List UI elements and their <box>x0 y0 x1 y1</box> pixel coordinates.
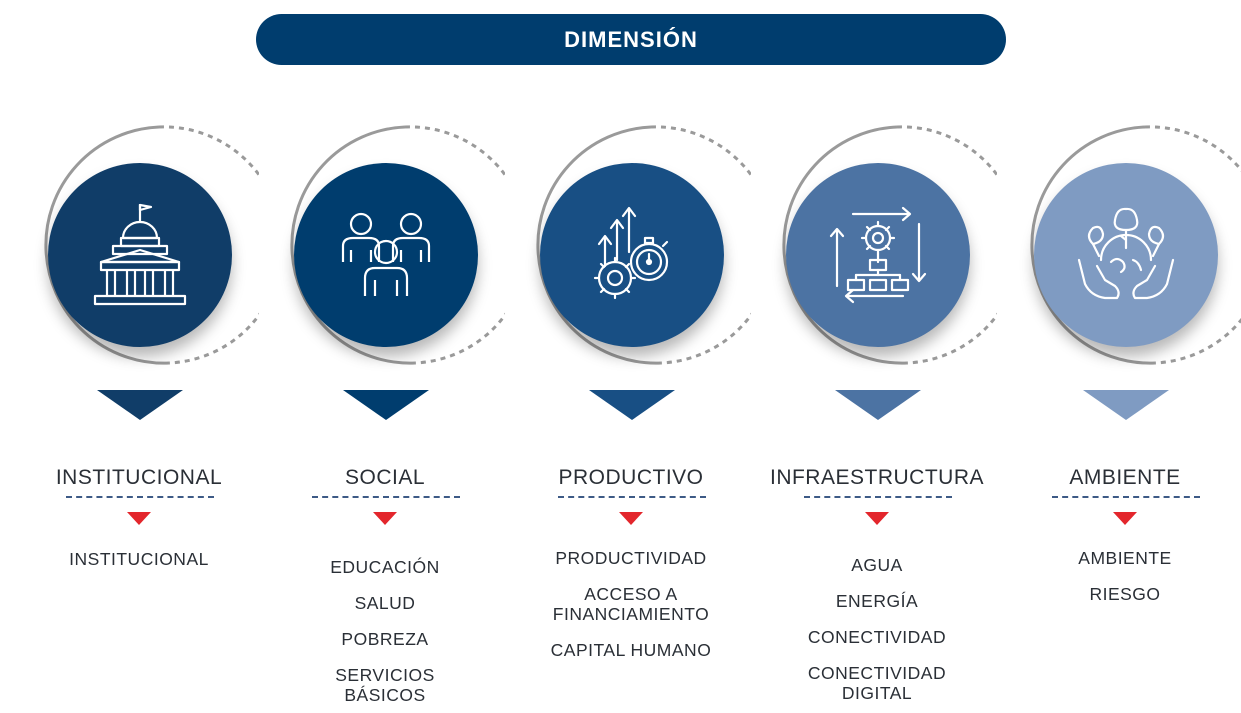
capitol-building-icon <box>93 203 187 306</box>
sub-item: ENERGÍA <box>835 591 919 611</box>
dimension-title: AMBIENTE <box>1069 466 1181 489</box>
ring-outline <box>44 125 259 365</box>
sub-item: POBREZA <box>341 629 429 649</box>
dimension-title: INSTITUCIONAL <box>55 466 223 489</box>
ring-outline <box>536 125 751 365</box>
pointer-triangle <box>1083 390 1169 420</box>
ring-outline <box>290 125 505 365</box>
pointer-triangle <box>589 390 675 420</box>
icon-disc <box>48 163 232 347</box>
gears-growth-stopwatch-icon <box>593 206 669 300</box>
pointer-triangle <box>343 390 429 420</box>
sub-item: SALUD <box>354 593 416 613</box>
people-group-icon <box>341 212 431 296</box>
ring-outline <box>1030 125 1241 365</box>
dashed-underline <box>804 496 952 498</box>
dimension-title: PRODUCTIVO <box>558 466 704 489</box>
sub-item: INSTITUCIONAL <box>69 549 209 569</box>
sub-item: AGUA <box>851 555 903 575</box>
dashed-underline <box>558 496 706 498</box>
icon-disc <box>786 163 970 347</box>
dashed-underline <box>312 496 460 498</box>
red-marker <box>865 512 889 525</box>
sub-items: AGUA ENERGÍA CONECTIVIDAD CONECTIVIDAD D… <box>757 555 997 703</box>
dimension-institucional: INSTITUCIONAL INSTITUCIONAL <box>19 0 259 713</box>
dimension-header: DIMENSIÓN <box>256 14 1006 65</box>
ring-outline <box>782 125 997 365</box>
sub-item: EDUCACIÓN <box>330 557 440 577</box>
sub-item: PRODUCTIVIDAD <box>555 548 707 568</box>
red-marker <box>1113 512 1137 525</box>
process-gear-hierarchy-icon <box>829 206 927 304</box>
sub-item: ACCESO A FINANCIAMIENTO <box>552 584 710 624</box>
red-marker <box>127 512 151 525</box>
dimension-title: INFRAESTRUCTURA <box>769 466 984 489</box>
sub-item: AMBIENTE <box>1078 548 1172 568</box>
sub-item: RIESGO <box>1089 584 1161 604</box>
dimension-ambiente: AMBIENTE AMBIENTE RIESGO <box>1005 0 1241 713</box>
dashed-underline <box>1052 496 1200 498</box>
dimension-title: SOCIAL <box>344 466 426 489</box>
sub-items: INSTITUCIONAL <box>19 549 259 585</box>
pointer-triangle <box>97 390 183 420</box>
dashed-underline <box>66 496 214 498</box>
sub-item: SERVICIOS BÁSICOS <box>335 665 435 705</box>
sub-items: AMBIENTE RIESGO <box>1005 548 1241 620</box>
red-marker <box>373 512 397 525</box>
icon-disc <box>294 163 478 347</box>
sub-item: CONECTIVIDAD <box>807 627 947 647</box>
sub-item: CAPITAL HUMANO <box>550 640 712 660</box>
header-title: DIMENSIÓN <box>564 26 698 52</box>
pointer-triangle <box>835 390 921 420</box>
hands-earth-trees-icon <box>1077 207 1175 300</box>
sub-items: EDUCACIÓN SALUD POBREZA SERVICIOS BÁSICO… <box>265 557 505 705</box>
dimension-infraestructura: INFRAESTRUCTURA AGUA ENERGÍA CONECTIVIDA… <box>757 0 997 713</box>
sub-items: PRODUCTIVIDAD ACCESO A FINANCIAMIENTO CA… <box>511 548 751 676</box>
icon-disc <box>1034 163 1218 347</box>
icon-disc <box>540 163 724 347</box>
sub-item: CONECTIVIDAD DIGITAL <box>807 663 947 703</box>
red-marker <box>619 512 643 525</box>
dimension-social: SOCIAL EDUCACIÓN SALUD POBREZA SERVICIOS… <box>265 0 505 713</box>
dimension-productivo: PRODUCTIVO PRODUCTIVIDAD ACCESO A FINANC… <box>511 0 751 713</box>
